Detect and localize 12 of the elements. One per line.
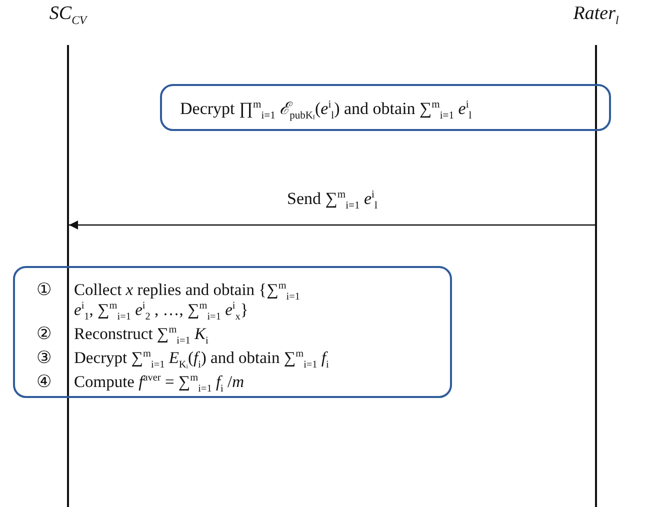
process-box	[160, 84, 611, 131]
step-text: Decrypt ∑$^{m}$$_{i=1}$ E$_{Kᵢ}$(f$_{i}$) and obtain ∑$^{m}$$_{i=1}$ f$_{i}$	[74, 348, 330, 368]
message-arrow	[69, 220, 595, 230]
participant-name: Rater$_{l}$	[572, 3, 620, 25]
step-text: Compute f$^{aver}$ = ∑$^{m}$$_{i=1}$ f$_{i}$ /m	[74, 372, 246, 392]
process-box	[13, 266, 452, 398]
step-number: ③	[36, 347, 52, 368]
step-number: ④	[36, 371, 52, 392]
step-number: ①	[36, 279, 52, 300]
step-number: ②	[36, 323, 52, 344]
participant-name: SC$_{CV}$	[48, 3, 89, 25]
step-text: Reconstruct ∑$^{m}$$_{i=1}$ K$_{i}$	[74, 324, 210, 344]
